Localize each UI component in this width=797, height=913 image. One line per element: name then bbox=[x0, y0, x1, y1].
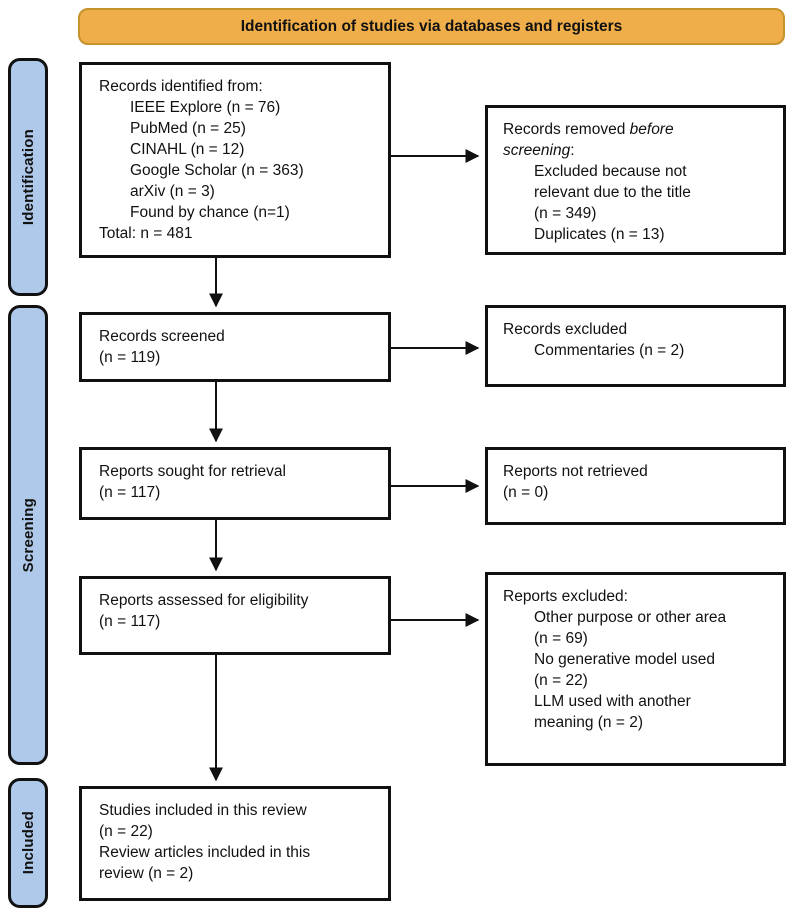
box-studies-included: Studies included in this review (n = 22) R… bbox=[79, 786, 391, 901]
box-reports-assessed-for-eligibility: Reports assessed for eligibility (n = 117… bbox=[79, 576, 391, 655]
text-line: Records removed before bbox=[503, 121, 674, 138]
text-line: Commentaries (n = 2) bbox=[534, 342, 685, 359]
text-line: (n = 22) bbox=[534, 672, 588, 689]
text-line: Found by chance (n=1) bbox=[130, 204, 290, 221]
stage-included: Included bbox=[8, 778, 48, 908]
stage-screening: Screening bbox=[8, 305, 48, 765]
text-line: Duplicates (n = 13) bbox=[534, 226, 665, 243]
text-line: Review articles included in this bbox=[99, 844, 311, 861]
text-line: IEEE Explore (n = 76) bbox=[130, 99, 281, 116]
stage-identification: Identification bbox=[8, 58, 48, 296]
text-line: (n = 119) bbox=[99, 349, 161, 366]
text-line: LLM used with another bbox=[534, 693, 691, 710]
text-line: Excluded because not bbox=[534, 163, 687, 180]
text-line: Records identified from: bbox=[99, 78, 263, 95]
text-line: (n = 349) bbox=[534, 205, 597, 222]
text-line: Studies included in this review bbox=[99, 802, 307, 819]
banner-title: Identification of studies via databases … bbox=[78, 8, 785, 45]
text-line: Total: n = 481 bbox=[99, 225, 193, 242]
text-line: Google Scholar (n = 363) bbox=[130, 162, 304, 179]
text-line: Reports excluded: bbox=[503, 588, 628, 605]
text-line: Records excluded bbox=[503, 321, 628, 338]
text-line: CINAHL (n = 12) bbox=[130, 141, 245, 158]
box-reports-sought-for-retrieval: Reports sought for retrieval (n = 117) bbox=[79, 447, 391, 520]
text-line: Records screened bbox=[99, 328, 225, 345]
text-line: PubMed (n = 25) bbox=[130, 120, 246, 137]
text-line: screening: bbox=[503, 142, 575, 159]
box-records-removed-before-screening: Records removed before screening: Excluded… bbox=[485, 105, 786, 255]
text-line: Reports not retrieved bbox=[503, 463, 648, 480]
text-line: Reports sought for retrieval bbox=[99, 463, 286, 480]
text-line: (n = 0) bbox=[503, 484, 549, 501]
text-line: Reports assessed for eligibility bbox=[99, 592, 309, 609]
text-line: (n = 22) bbox=[99, 823, 153, 840]
box-reports-not-retrieved: Reports not retrieved (n = 0) bbox=[485, 447, 786, 525]
text-line: (n = 117) bbox=[99, 613, 161, 630]
box-records-identified: Records identified from: IEEE Explore (n … bbox=[79, 62, 391, 258]
stage-included-label: Included bbox=[19, 811, 37, 875]
text-line: Other purpose or other area bbox=[534, 609, 727, 626]
text-line: arXiv (n = 3) bbox=[130, 183, 215, 200]
box-reports-excluded: Reports excluded: Other purpose or other … bbox=[485, 572, 786, 766]
stage-identification-label: Identification bbox=[19, 128, 37, 226]
text-line: No generative model used bbox=[534, 651, 715, 668]
box-records-screened: Records screened (n = 119) bbox=[79, 312, 391, 382]
text-line: relevant due to the title bbox=[534, 184, 691, 201]
stage-screening-label: Screening bbox=[19, 497, 37, 573]
text-line: (n = 117) bbox=[99, 484, 161, 501]
text-line: meaning (n = 2) bbox=[534, 714, 643, 731]
text-line: (n = 69) bbox=[534, 630, 588, 647]
text-line: review (n = 2) bbox=[99, 865, 194, 882]
